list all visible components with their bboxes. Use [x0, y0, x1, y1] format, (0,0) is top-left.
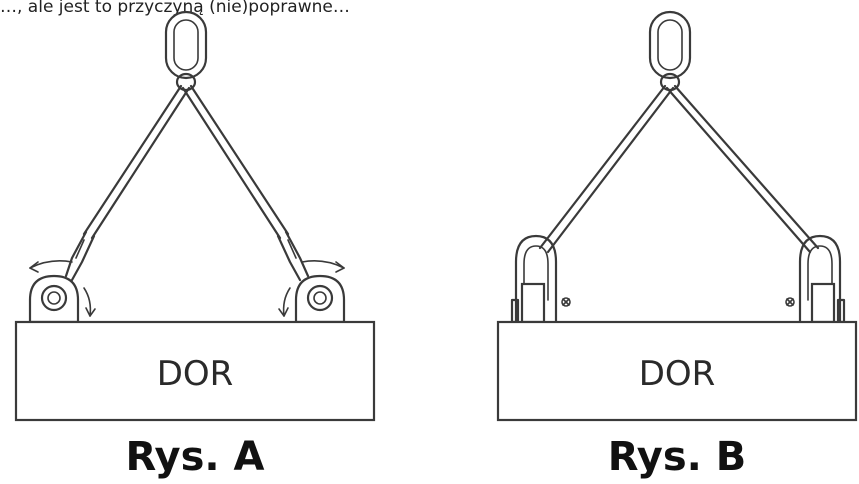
shackle-b-left [510, 234, 571, 324]
master-link-b [648, 10, 692, 92]
sling-leg-b-right [665, 84, 820, 254]
sling-leg-b-left [538, 84, 675, 254]
sling-leg-a-left [64, 84, 191, 282]
master-link-a [164, 10, 208, 92]
lifting-lug-a-left [28, 274, 80, 324]
figure-a: DOR Rys. A [14, 10, 376, 480]
rotation-arrow-a-left [29, 260, 96, 317]
header-text: …, ale jest to przyczyną (nie)poprawne… [0, 0, 350, 17]
figure-b: DOR Rys. B [496, 10, 858, 480]
figure-caption-a: Rys. A [126, 434, 265, 480]
figure-caption-b: Rys. B [608, 434, 747, 480]
lifting-lug-a-right [294, 274, 346, 324]
sling-leg-a-right [181, 84, 310, 282]
load-block-label-b: DOR [639, 354, 716, 394]
shackle-b-right [785, 234, 846, 324]
load-block-label-a: DOR [157, 354, 234, 394]
load-block-b [496, 320, 858, 422]
load-block-a [14, 320, 376, 422]
rotation-arrow-a-right [278, 260, 345, 317]
